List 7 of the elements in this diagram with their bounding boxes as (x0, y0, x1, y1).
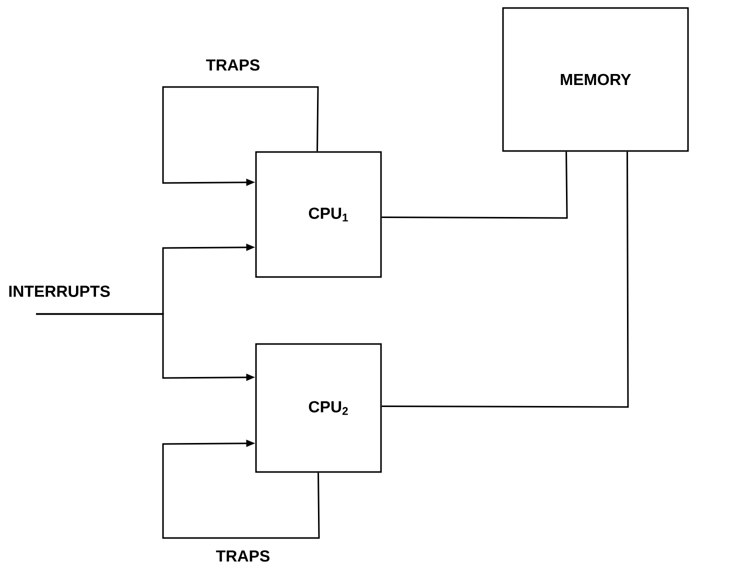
arrow (162, 440, 320, 539)
block-box: CPU$_{1}$ (255, 151, 382, 278)
input-label: INTERRUPTS (9, 286, 110, 297)
edge-label: TRAPS (214, 549, 272, 563)
edge-label: TRAPS (204, 58, 262, 72)
block-box: CPU$_{2}$ (255, 343, 382, 473)
block-box: MEMORY (502, 7, 689, 152)
